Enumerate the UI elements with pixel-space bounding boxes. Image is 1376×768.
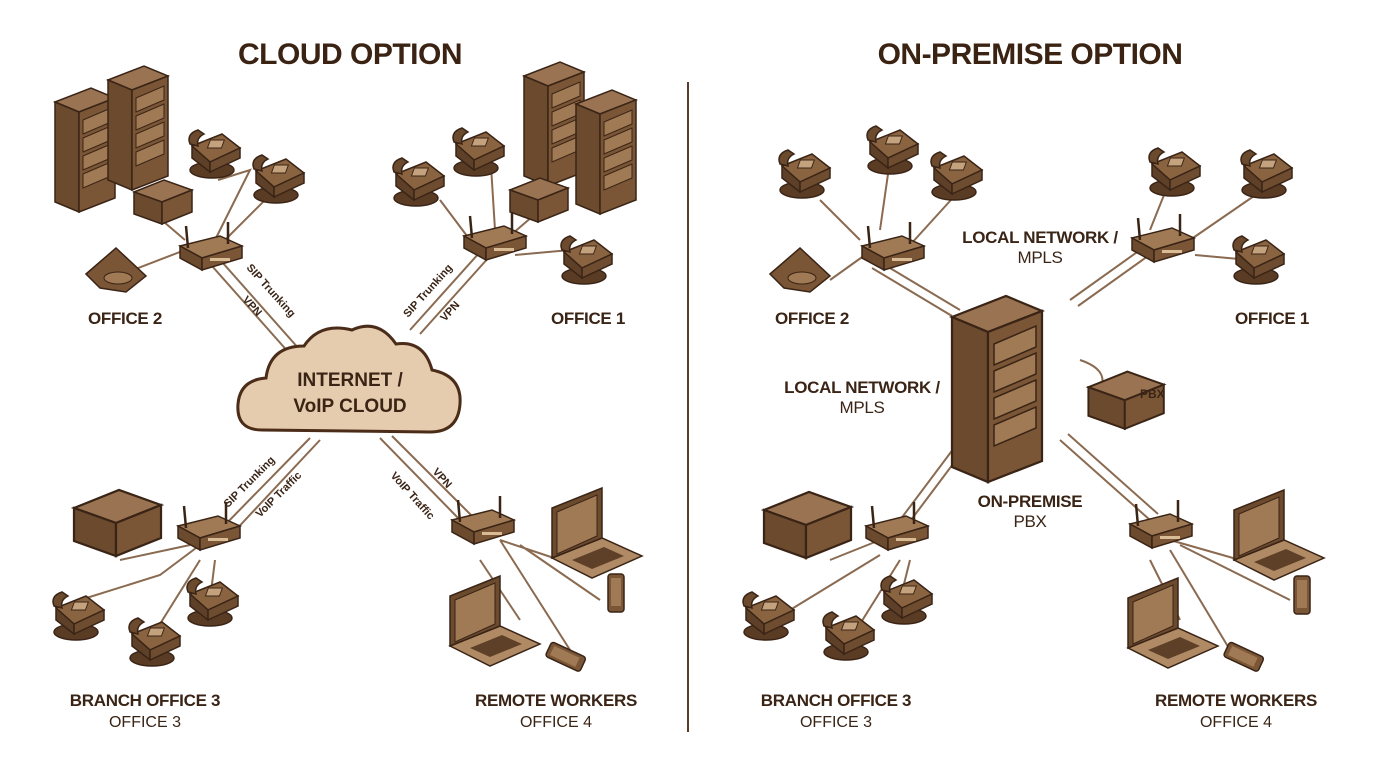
desk-phone-icon <box>52 591 105 641</box>
cloud-hub-label-line2: VoIP CLOUD <box>293 396 407 417</box>
onprem-links <box>789 159 1291 651</box>
router-icon <box>450 494 516 546</box>
smartphone-icon <box>1293 575 1311 615</box>
link-label-office1-vpn: VPN <box>438 299 462 324</box>
router-icon <box>1128 498 1194 550</box>
desk-phone-icon <box>128 617 181 667</box>
link-label-remote-voip: VoIP Traffic <box>388 470 437 522</box>
router-icon <box>860 220 926 272</box>
onprem-site-branch-office3-label: BRANCH OFFICE 3 <box>760 691 912 710</box>
link-remote-cloud-a <box>379 437 461 521</box>
onprem-site-remote-workers-label: REMOTE WORKERS <box>1154 691 1318 710</box>
cloud-links <box>79 149 601 651</box>
link-office1-cloud-a <box>409 251 481 331</box>
pbx-cabinet-icon <box>72 488 163 558</box>
desk-phone-icon <box>560 235 613 285</box>
link-office2-cloud-a <box>221 261 301 351</box>
cloud-site-office2-label: OFFICE 2 <box>87 309 163 328</box>
desk-phone-icon <box>1240 149 1293 199</box>
laptop-icon <box>1127 577 1219 669</box>
desk-phone-icon <box>452 127 505 177</box>
desk-phone-icon <box>880 575 933 625</box>
smartphone-icon <box>544 640 588 673</box>
laptop-icon <box>449 575 541 667</box>
onprem-hub-label-line2: PBX <box>1013 512 1047 531</box>
smartphone-icon <box>1222 640 1266 673</box>
desk-phone-icon <box>930 151 983 201</box>
pbx-server-icon <box>950 294 1044 484</box>
server-icon <box>54 87 116 213</box>
link-branch-cloud-a <box>219 437 311 531</box>
conference-phone-icon <box>85 247 147 293</box>
smartphone-icon <box>607 573 625 613</box>
onprem-branch-office3-devices <box>742 490 933 661</box>
cloud-site-office1-label: OFFICE 1 <box>550 309 626 328</box>
server-icon <box>107 65 169 191</box>
cloud-site-branch-office3-label: BRANCH OFFICE 3 <box>69 691 221 710</box>
on-premise-option-title: ON-PREMISE OPTION <box>877 38 1183 71</box>
server-icon <box>575 89 637 215</box>
panel-divider <box>687 82 689 732</box>
desk-phone-icon <box>1232 235 1285 285</box>
desk-phone-icon <box>186 577 239 627</box>
desk-phone-icon <box>1148 147 1201 197</box>
desk-phone-icon <box>778 149 831 199</box>
cloud-hub-label-line1: INTERNET / <box>297 370 403 391</box>
office2-devices <box>54 65 305 293</box>
office1-devices <box>392 61 637 285</box>
gateway-icon <box>509 177 569 223</box>
laptop-icon <box>1233 489 1325 581</box>
onprem-site-office2-label: OFFICE 2 <box>774 309 850 328</box>
router-icon <box>178 220 244 272</box>
onprem-network-label-left-line2: MPLS <box>839 398 885 417</box>
link-office1-cloud-b <box>419 255 491 335</box>
desk-phone-icon <box>866 125 919 175</box>
cloud-site-remote-workers-label: REMOTE WORKERS <box>474 691 638 710</box>
cloud-site-branch-office3-sub: OFFICE 3 <box>108 714 181 731</box>
onprem-hub-label-line1: ON-PREMISE <box>977 492 1083 511</box>
onprem-site-office1-label: OFFICE 1 <box>1234 309 1310 328</box>
onprem-network-label-left: LOCAL NETWORK / MPLS <box>762 378 962 418</box>
conference-phone-icon <box>769 247 831 293</box>
link-office2-cloud-b <box>211 265 291 355</box>
cloud-site-remote-workers-sub: OFFICE 4 <box>519 714 592 731</box>
onprem-network-label-left-line1: LOCAL NETWORK / <box>784 378 940 397</box>
desk-phone-icon <box>392 157 445 207</box>
onprem-site-remote-workers-sub: OFFICE 4 <box>1199 714 1272 731</box>
pbx-device-mark: PBX <box>1140 387 1165 401</box>
onprem-site-branch-office3-sub: OFFICE 3 <box>799 714 872 731</box>
onprem-network-label-top: LOCAL NETWORK / MPLS <box>940 228 1140 268</box>
desk-phone-icon <box>252 154 305 204</box>
laptop-icon <box>551 487 643 579</box>
link-branch-cloud-b <box>231 439 321 535</box>
cloud-option-title: CLOUD OPTION <box>238 38 463 71</box>
onprem-hub-label: ON-PREMISE PBX <box>960 492 1100 532</box>
cloud-icon <box>236 324 462 434</box>
pbx-appliance: PBX <box>1087 370 1165 430</box>
onprem-network-label-top-line2: MPLS <box>1017 248 1063 267</box>
link-label-office2-vpn: VPN <box>240 294 264 319</box>
remote-workers-devices <box>449 487 643 673</box>
on-premise-pbx-rack <box>950 294 1044 484</box>
desk-phone-icon <box>188 129 241 179</box>
router-icon <box>1130 212 1196 264</box>
desk-phone-icon <box>742 591 795 641</box>
server-icon <box>523 61 585 187</box>
desk-phone-icon <box>822 611 875 661</box>
pbx-cabinet-icon <box>762 490 853 560</box>
cloud-hub-label: INTERNET / VoIP CLOUD <box>270 368 430 420</box>
onprem-network-label-top-line1: LOCAL NETWORK / <box>962 228 1118 247</box>
